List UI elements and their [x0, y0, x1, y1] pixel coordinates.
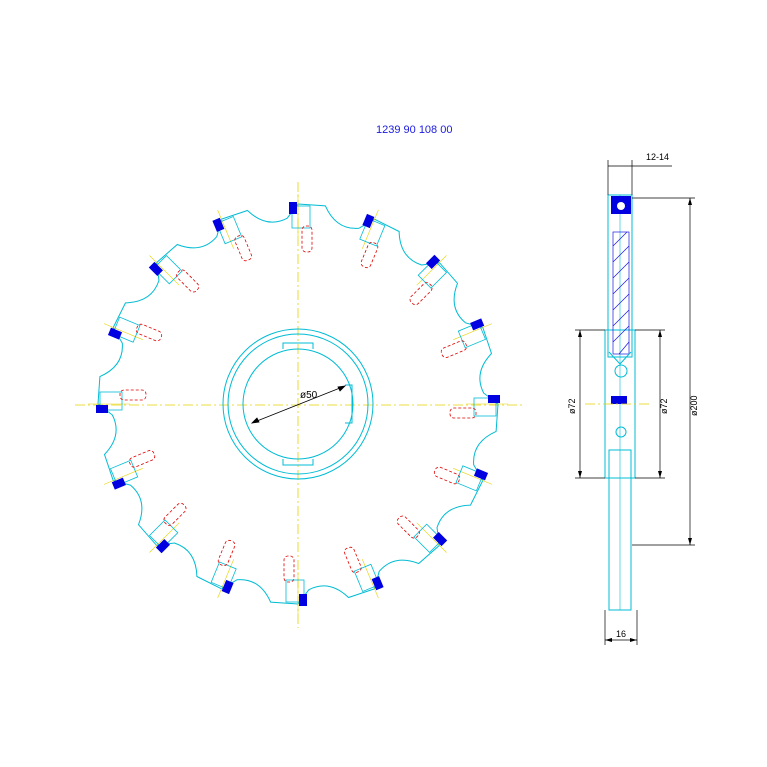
- carbide-insert: [470, 318, 485, 331]
- insert-pocket: [473, 397, 497, 417]
- clamp-screw-hidden: [344, 546, 362, 573]
- clamp-screw-hidden: [440, 340, 467, 358]
- insert-pocket: [455, 465, 484, 492]
- carbide-insert: [111, 477, 126, 490]
- insert-pocket: [359, 218, 386, 247]
- insert-pocket: [413, 523, 443, 554]
- hub-diameter-left-label: ø72: [567, 398, 577, 414]
- tooth-centerline: [149, 255, 180, 286]
- tooth: [359, 209, 386, 269]
- insert-pocket: [148, 519, 179, 549]
- carbide-insert: [433, 531, 448, 547]
- tooth-centerline: [103, 468, 143, 485]
- clamp-screw-hidden: [360, 241, 379, 269]
- tooth-centerline: [217, 209, 234, 249]
- side-view-hatch: [612, 231, 630, 355]
- outer-diameter-label: ø200: [689, 395, 699, 416]
- clamp-screw-hidden: [119, 389, 147, 401]
- carbide-insert: [488, 395, 500, 403]
- clamp-screw-hidden: [176, 269, 200, 293]
- insert-pocket: [457, 322, 487, 349]
- tooth: [88, 389, 147, 413]
- tooth-centerline: [362, 559, 379, 599]
- clamp-screw-hidden: [433, 466, 461, 485]
- carbide-insert: [107, 327, 123, 340]
- tooth: [283, 555, 307, 614]
- carbide-insert: [212, 217, 225, 232]
- hub-and-bore: [222, 328, 374, 480]
- clamp-screw-hidden: [135, 323, 163, 342]
- tooth: [396, 515, 448, 554]
- carbide-insert: [289, 202, 297, 214]
- tooth-centerline: [217, 559, 234, 599]
- insert-pocket: [285, 579, 305, 603]
- tooth: [409, 254, 448, 306]
- bore-diameter-label: ø50: [300, 390, 318, 401]
- carbide-insert: [371, 576, 384, 591]
- side-dimension-arrows: [578, 198, 692, 642]
- tooth-centerline: [103, 323, 143, 340]
- insert-pocket: [291, 205, 311, 229]
- tooth: [103, 450, 156, 490]
- teeth-group: [88, 194, 508, 614]
- hub-diameter-right-label: ø72: [659, 398, 669, 414]
- width-range-label: 12-14: [646, 152, 669, 162]
- clamp-screw-hidden: [449, 407, 477, 419]
- drawing-title: 1239 90 108 00: [376, 124, 453, 136]
- carbide-insert: [155, 539, 171, 554]
- tooth: [289, 194, 313, 253]
- tooth: [344, 546, 384, 599]
- side-view-inserts: [608, 196, 632, 438]
- carbide-insert: [96, 405, 108, 413]
- tooth-centerline: [416, 255, 447, 286]
- tooth: [210, 539, 237, 599]
- insert-pocket: [153, 254, 183, 285]
- clamp-screw-hidden: [217, 539, 236, 567]
- tooth-centerline: [453, 323, 493, 340]
- carbide-insert: [148, 261, 163, 277]
- insert-pocket: [210, 561, 237, 590]
- clamp-screw-hidden: [234, 235, 252, 262]
- carbide-insert: [362, 213, 375, 229]
- carbide-insert: [425, 254, 441, 269]
- tooth-centerline: [453, 468, 493, 485]
- tooth-centerline: [416, 522, 447, 553]
- tooth: [449, 395, 508, 419]
- carbide-insert: [221, 579, 234, 595]
- carbide-insert: [473, 468, 489, 481]
- tooth: [148, 502, 187, 554]
- insert-pocket: [216, 215, 243, 245]
- tooth-centerline: [149, 522, 180, 553]
- clamp-screw-hidden: [409, 282, 433, 306]
- tooth: [103, 316, 163, 343]
- tooth: [440, 318, 493, 358]
- tooth: [148, 254, 200, 293]
- insert-pocket: [109, 459, 139, 486]
- clamp-screw-hidden: [163, 502, 187, 526]
- tooth-centerline: [362, 209, 379, 249]
- insert-pocket: [417, 259, 448, 289]
- hub-width-label: 16: [616, 629, 626, 639]
- clamp-screw-hidden: [396, 515, 420, 539]
- clamp-screw-hidden: [301, 225, 313, 253]
- bore-dimension: [250, 385, 347, 424]
- insert-pocket: [353, 563, 380, 593]
- tooth: [212, 209, 252, 262]
- insert-pocket: [99, 391, 123, 411]
- front-centerlines: [75, 182, 522, 628]
- tooth: [433, 465, 493, 492]
- clamp-screw-hidden: [283, 555, 295, 583]
- carbide-insert: [299, 594, 307, 606]
- insert-pocket: [112, 316, 141, 343]
- clamp-screw-hidden: [129, 450, 156, 468]
